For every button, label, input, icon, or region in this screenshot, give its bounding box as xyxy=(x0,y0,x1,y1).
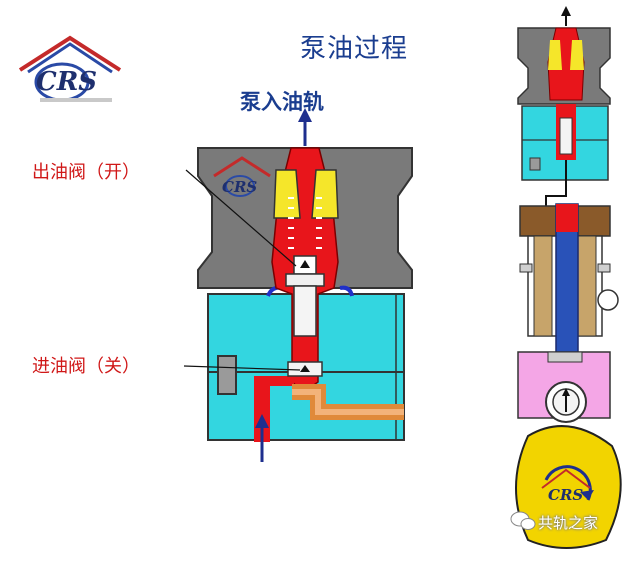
logo-text: CRS xyxy=(36,67,97,97)
right-cyan-body xyxy=(521,104,609,208)
outlet-valve-label: 出油阀（开） xyxy=(32,162,140,183)
rail-label: 泵入油轨 xyxy=(240,90,324,114)
right-housing xyxy=(517,6,611,105)
plug-hex xyxy=(217,355,237,395)
svg-text:CRS: CRS xyxy=(222,178,257,196)
watermark-text: 共轨之家 xyxy=(538,514,599,532)
wechat-icon xyxy=(510,511,536,530)
page-title: 泵油过程 xyxy=(300,34,409,64)
inlet-valve xyxy=(287,361,323,377)
crs-logo-top-left: CRS xyxy=(18,35,122,102)
outlet-valve xyxy=(285,197,325,337)
leader-lines xyxy=(183,169,301,371)
orange-pipe xyxy=(292,384,404,420)
cam-lobe: CRS xyxy=(515,425,622,549)
valve-seat-yellow xyxy=(273,169,339,219)
svg-text:CRS: CRS xyxy=(548,486,583,504)
right-pink-block xyxy=(517,351,611,423)
inlet-valve-label: 进油阀（关） xyxy=(32,356,140,377)
right-shaft-assembly xyxy=(519,203,619,355)
flow-arrows xyxy=(255,108,312,462)
crs-logo-housing: CRS xyxy=(213,156,271,197)
